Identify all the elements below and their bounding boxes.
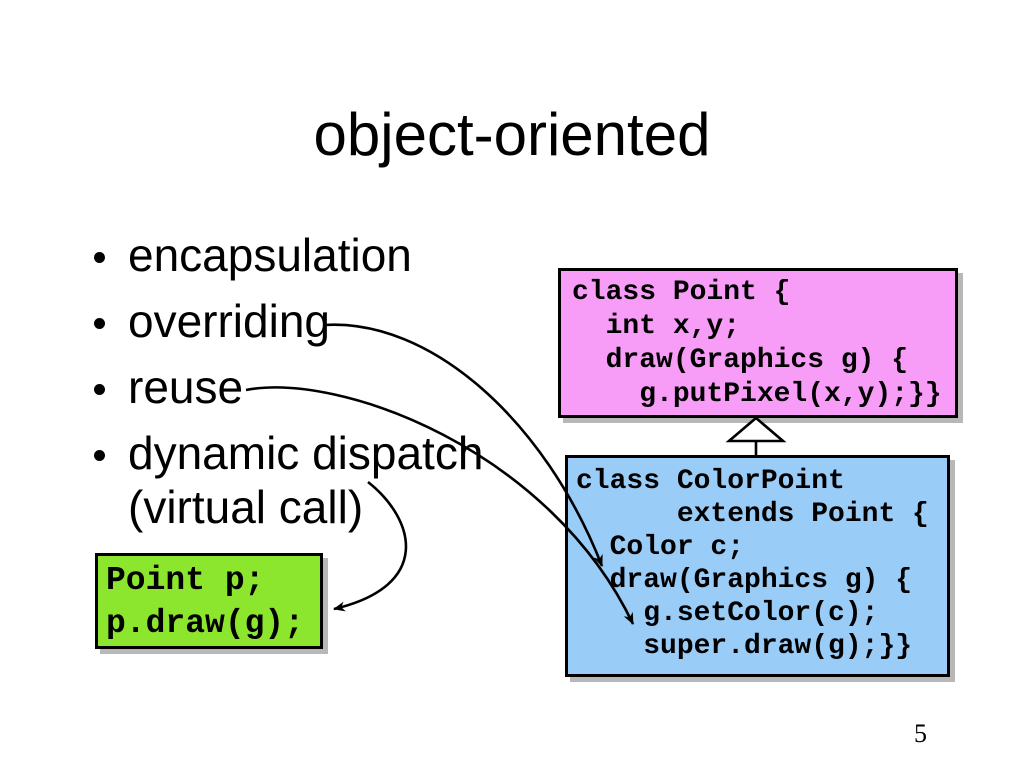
bullet-label: reuse bbox=[128, 361, 244, 413]
slide-title: object-oriented bbox=[313, 101, 711, 168]
bullet-icon bbox=[94, 252, 105, 263]
page-number: 5 bbox=[914, 719, 927, 748]
code-box-usage: Point p; p.draw(g); bbox=[95, 553, 323, 649]
code-point: class Point { int x,y; draw(Graphics g) … bbox=[572, 277, 942, 410]
code-usage: Point p; p.draw(g); bbox=[106, 562, 305, 642]
bullet-icon bbox=[94, 450, 105, 461]
bullet-label: dynamic dispatch (virtual call) bbox=[128, 427, 484, 533]
bullet-item-reuse: reuse bbox=[88, 360, 518, 414]
bullet-icon bbox=[94, 318, 105, 329]
inheritance-triangle-icon bbox=[725, 416, 787, 443]
bullet-label: encapsulation bbox=[128, 229, 412, 281]
bullet-list: encapsulation overriding reuse dynamic d… bbox=[88, 228, 518, 546]
bullet-label: overriding bbox=[128, 295, 330, 347]
code-colorpoint: class ColorPoint extends Point { Color c… bbox=[576, 466, 929, 662]
bullet-item-dynamic-dispatch: dynamic dispatch (virtual call) bbox=[88, 426, 518, 534]
bullet-item-encapsulation: encapsulation bbox=[88, 228, 518, 282]
bullet-icon bbox=[94, 384, 105, 395]
code-box-colorpoint: class ColorPoint extends Point { Color c… bbox=[565, 455, 950, 677]
code-box-point: class Point { int x,y; draw(Graphics g) … bbox=[558, 268, 958, 418]
bullet-item-overriding: overriding bbox=[88, 294, 518, 348]
